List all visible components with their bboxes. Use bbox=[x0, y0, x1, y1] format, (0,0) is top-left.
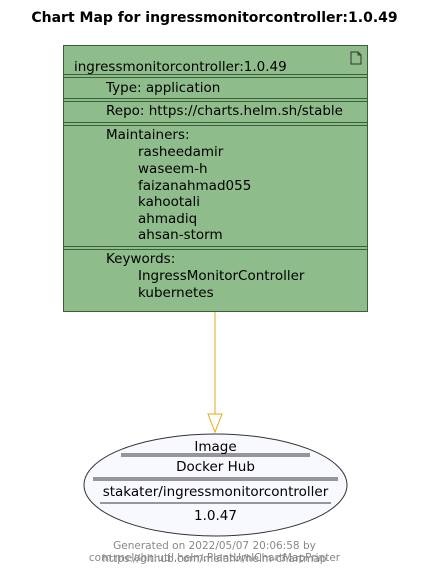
keyword-item: kubernetes bbox=[138, 285, 214, 301]
maintainers-label: Maintainers: bbox=[106, 127, 190, 143]
maintainer-item: kahootali bbox=[138, 194, 200, 210]
diagram-title: Chart Map for ingressmonitorcontroller:1… bbox=[31, 10, 398, 26]
maintainer-item: ahsan-storm bbox=[138, 227, 223, 243]
keyword-item: IngressMonitorController bbox=[138, 268, 305, 284]
divider bbox=[64, 122, 367, 126]
chart-repo: Repo: https://charts.helm.sh/stable bbox=[106, 103, 343, 119]
divider bbox=[64, 246, 367, 250]
image-registry: Docker Hub bbox=[176, 459, 255, 475]
maintainer-item: waseem-h bbox=[138, 161, 208, 177]
maintainer-item: faizanahmad055 bbox=[138, 178, 252, 194]
footer-link: https://github.com/melahn/helm-chartmap bbox=[102, 553, 327, 565]
image-label: Image bbox=[194, 439, 237, 455]
divider bbox=[64, 74, 367, 78]
image-repository: stakater/ingressmonitorcontroller bbox=[102, 484, 329, 500]
footer-generated: Generated on 2022/05/07 20:06:58 by com.… bbox=[88, 540, 341, 564]
document-icon bbox=[350, 51, 362, 69]
maintainer-item: rasheedamir bbox=[138, 144, 224, 160]
divider bbox=[64, 98, 367, 102]
image-tag: 1.0.47 bbox=[194, 508, 237, 524]
chart-type: Type: application bbox=[106, 80, 221, 96]
keywords-label: Keywords: bbox=[106, 251, 176, 267]
chart-node: ingressmonitorcontroller:1.0.49 Type: ap… bbox=[63, 45, 368, 312]
image-ellipse bbox=[83, 433, 348, 537]
chart-name: ingressmonitorcontroller:1.0.49 bbox=[74, 59, 287, 75]
image-node: Image Docker Hub stakater/ingressmonitor… bbox=[83, 433, 348, 537]
maintainer-item: ahmadiq bbox=[138, 211, 198, 227]
